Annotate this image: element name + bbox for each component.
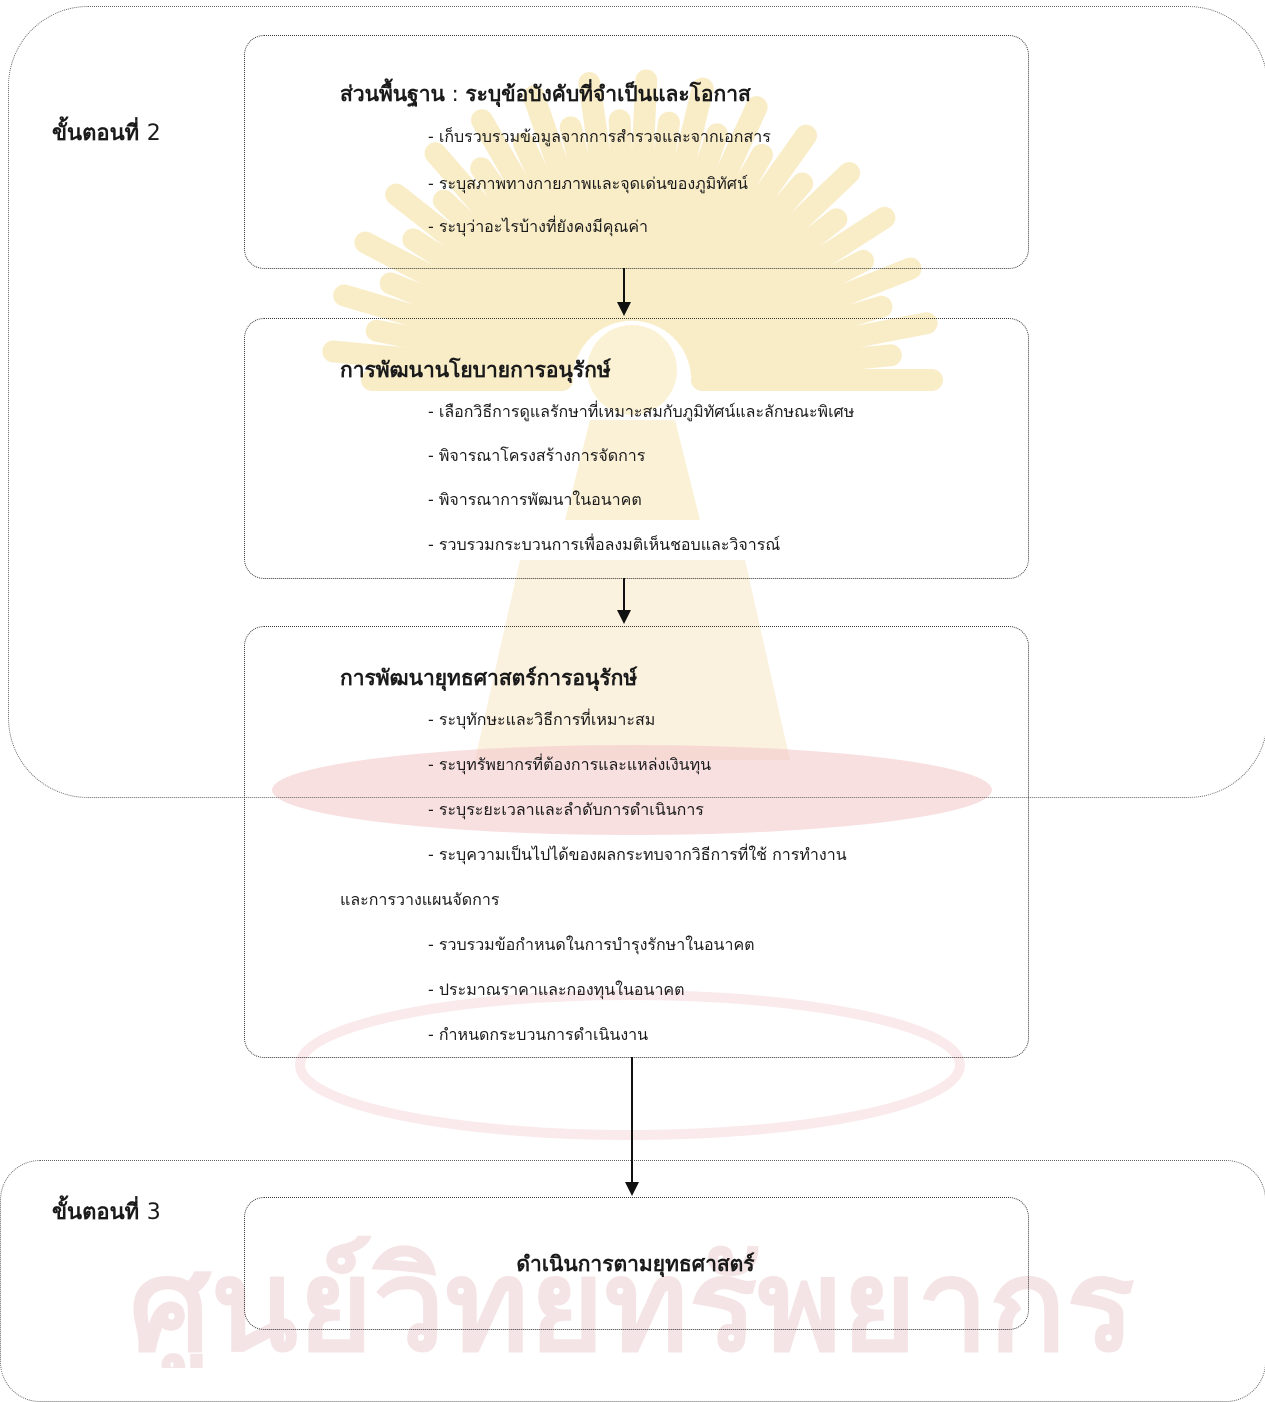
box-implementation-title: ดำเนินการตามยุทธศาสตร์: [516, 1252, 755, 1276]
stage2-label-number: 2: [146, 121, 161, 146]
list-item: - ประมาณราคาและกองทุนในอนาคต: [428, 980, 685, 999]
box-policy-title: การพัฒนานโยบายการอนุรักษ์: [340, 358, 611, 382]
list-item: - เลือกวิธีการดูแลรักษาที่เหมาะสมกับภูมิ…: [428, 402, 855, 421]
list-item: - ระบุระยะเวลาและลำดับการดำเนินการ: [428, 800, 704, 819]
box-fundamentals-title: ส่วนพื้นฐาน : ระบุข้อบังคับที่จำเป็นและโ…: [340, 78, 751, 111]
list-item: - ระบุความเป็นไปได้ของผลกระทบจากวิธีการท…: [428, 845, 847, 864]
box-strategy-title: การพัฒนายุทธศาสตร์การอนุรักษ์: [340, 666, 638, 690]
list-item: - เก็บรวบรวมข้อมูลจากการสำรวจและจากเอกสา…: [428, 127, 771, 146]
box-strategy: [244, 626, 1029, 1058]
box-policy: [244, 318, 1029, 579]
stage3-label-number: 3: [146, 1200, 161, 1225]
box-implementation: [244, 1197, 1029, 1330]
box-fundamentals: [244, 35, 1029, 269]
list-item: - พิจารณาการพัฒนาในอนาคต: [428, 490, 642, 509]
list-item-continuation: และการวางแผนจัดการ: [340, 890, 500, 909]
list-item: - ระบุทรัพยากรที่ต้องการและแหล่งเงินทุน: [428, 755, 712, 774]
watermark-ribbon: [272, 745, 992, 835]
box-fundamentals-title-rest: ระบุข้อบังคับที่จำเป็นและโอกาส: [465, 82, 751, 106]
stage3-label: ขั้นตอนที่ 3: [52, 1194, 161, 1229]
box-fundamentals-title-main: ส่วนพื้นฐาน: [340, 82, 445, 106]
stage2-label: ขั้นตอนที่ 2: [52, 115, 161, 150]
watermark-text: ศูนย์วิทยทรัพยากร: [129, 1232, 1135, 1368]
list-item: - รวบรวมข้อกำหนดในการบำรุงรักษาในอนาคต: [428, 935, 755, 954]
stage3-label-word: ขั้นตอนที่: [52, 1200, 140, 1225]
list-item: - กำหนดกระบวนการดำเนินงาน: [428, 1025, 649, 1044]
box-fundamentals-title-separator: :: [444, 82, 466, 106]
list-item: - รวบรวมกระบวนการเพื่อลงมติเห็นชอบและวิจ…: [428, 535, 781, 554]
list-item: - พิจารณาโครงสร้างการจัดการ: [428, 446, 646, 465]
watermark-seal: ศูนย์วิทยทรัพยากร: [129, 69, 1135, 1368]
list-item: - ระบุสภาพทางกายภาพและจุดเด่นของภูมิทัศน…: [428, 174, 748, 193]
list-item: - ระบุว่าอะไรบ้างที่ยังคงมีคุณค่า: [428, 217, 648, 236]
list-item: - ระบุทักษะและวิธีการที่เหมาะสม: [428, 710, 656, 729]
watermark-rays: [322, 69, 943, 391]
stage2-label-word: ขั้นตอนที่: [52, 121, 140, 146]
stage2-container: [8, 6, 1265, 798]
